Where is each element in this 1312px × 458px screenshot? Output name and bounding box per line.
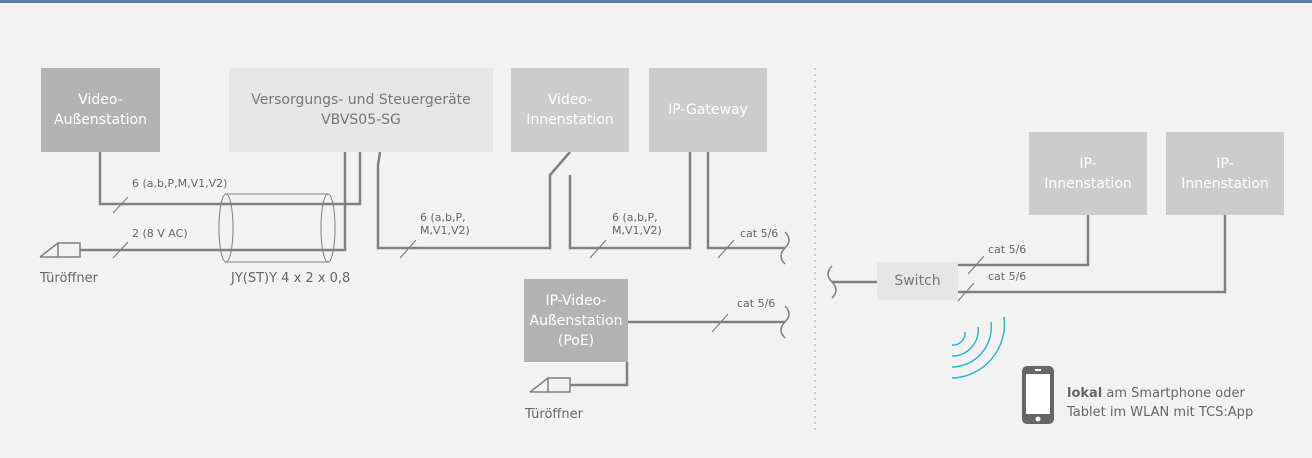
wire-six-right <box>568 152 692 250</box>
box-video-innenstation: Video- Innenstation <box>511 68 629 152</box>
top-accent-line <box>0 0 1312 3</box>
box-ip-video-aussenstation-label: IP-Video- Außenstation (PoE) <box>529 292 623 349</box>
wire-label-cat-switch-1: cat 5/6 <box>988 243 1027 256</box>
wifi-icon <box>951 316 1006 379</box>
app-note-line-2: Tablet im WLAN mit TCS:App <box>1067 405 1254 420</box>
box-video-aussenstation-label: Video- Außenstation <box>54 92 147 128</box>
slash-switch-2 <box>957 282 975 302</box>
app-note-bold: lokal <box>1067 386 1103 401</box>
label-tueroeffner-2: Türöffner <box>525 407 583 422</box>
slash-six-mid <box>399 239 417 259</box>
slash-six-top <box>112 196 129 214</box>
wave-end-ipvideo <box>780 305 790 339</box>
box-ip-innenstation-2-label: IP- Innenstation <box>1181 155 1269 192</box>
wire-label-two: 2 (8 V AC) <box>132 227 188 240</box>
wire-switch-1 <box>958 215 1090 267</box>
slash-two <box>112 241 129 259</box>
box-switch: Switch <box>877 262 958 300</box>
cable-sheath <box>218 193 336 263</box>
box-ip-gateway: IP-Gateway <box>649 68 767 152</box>
slash-switch-1 <box>967 255 985 275</box>
wire-label-cat-gateway: cat 5/6 <box>740 227 779 240</box>
wire-two <box>80 152 347 252</box>
wire-label-six-right: 6 (a,b,P, M,V1,V2) <box>612 211 662 237</box>
wave-end-gateway <box>780 231 790 265</box>
wave-end-switch <box>827 265 837 299</box>
box-ip-video-aussenstation: IP-Video- Außenstation (PoE) <box>524 279 628 362</box>
wire-label-six-top: 6 (a,b,P,M,V1,V2) <box>132 177 228 190</box>
box-ip-innenstation-1: IP- Innenstation <box>1029 132 1147 215</box>
box-video-innenstation-label: Video- Innenstation <box>526 92 614 128</box>
wire-six-top <box>98 152 362 206</box>
box-ip-gateway-label: IP-Gateway <box>668 102 748 118</box>
box-video-aussenstation: Video- Außenstation <box>41 68 160 152</box>
app-note: lokal am Smartphone oder Tablet im WLAN … <box>1067 384 1253 422</box>
door-opener-icon-2 <box>529 377 571 393</box>
app-note-line-1: lokal am Smartphone oder <box>1067 384 1253 403</box>
label-tueroeffner-1: Türöffner <box>40 271 98 286</box>
box-versorgungsgeraete-label: Versorgungs- und Steuergeräte VBVS05-SG <box>251 92 471 128</box>
wire-six-mid <box>376 151 571 250</box>
slash-cat-gateway <box>717 239 735 259</box>
box-ip-innenstation-1-label: IP- Innenstation <box>1044 155 1132 192</box>
box-versorgungsgeraete: Versorgungs- und Steuergeräte VBVS05-SG <box>229 68 493 152</box>
wire-cat-gateway <box>706 152 785 250</box>
label-cable-type: JY(ST)Y 4 x 2 x 0,8 <box>231 271 351 286</box>
box-ip-innenstation-2: IP- Innenstation <box>1166 132 1284 215</box>
smartphone-icon <box>1022 366 1054 424</box>
slash-cat-ipvideo <box>711 313 729 333</box>
box-switch-label: Switch <box>894 273 941 289</box>
wire-label-six-mid: 6 (a,b,P, M,V1,V2) <box>420 211 470 237</box>
wire-label-cat-ipvideo: cat 5/6 <box>737 297 776 310</box>
wire-switch-2 <box>958 215 1227 294</box>
app-note-line-1-rest: am Smartphone oder <box>1102 386 1245 401</box>
wire-label-cat-switch-2: cat 5/6 <box>988 270 1027 283</box>
wire-ipvideo-door <box>570 362 629 387</box>
slash-six-right <box>589 239 607 259</box>
door-opener-icon-1 <box>39 242 81 258</box>
